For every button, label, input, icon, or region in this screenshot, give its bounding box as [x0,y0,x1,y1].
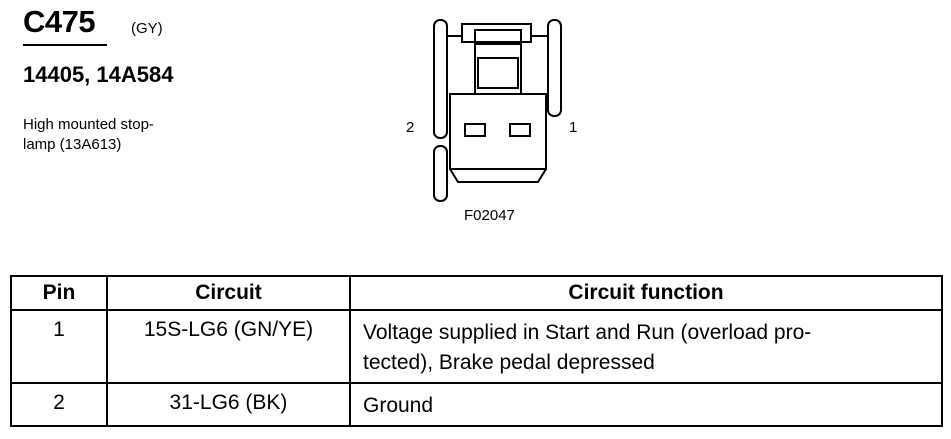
diagram-pin-label-right: 1 [569,119,578,136]
part-numbers: 14405, 14A584 [23,62,174,87]
component-description: High mounted stop- lamp (13A613) [23,115,198,155]
connector-left-latch-lower [433,145,448,202]
diagram-pin-label-left: 2 [406,119,415,136]
header-circuit-function: Circuit function [349,275,943,311]
header-pin: Pin [10,275,108,311]
connector-id-underline [23,44,107,46]
cell-circuit-function: Voltage supplied in Start and Run (overl… [349,309,943,384]
connector-cavity-pin-2 [464,123,486,137]
circuit-function-line: Ground [363,394,434,417]
header-circuit: Circuit [106,275,351,311]
pin-table-header-row: Pin Circuit Circuit function [10,275,943,311]
table-row: 2 31-LG6 (BK) Ground [10,382,943,427]
connector-id: C475 [23,4,96,39]
circuit-function-line: tected), Brake pedal depressed [363,351,655,374]
connector-key-tab [474,29,522,45]
component-description-line: High mounted stop- [23,116,154,133]
cell-pin: 2 [10,382,108,427]
cell-circuit-function: Ground [349,382,943,427]
connector-left-latch-upper [433,19,448,139]
connector-diagram [433,19,562,202]
component-description-line: lamp (13A613) [23,136,122,153]
table-row: 1 15S-LG6 (GN/YE) Voltage supplied in St… [10,309,943,384]
cell-circuit: 31-LG6 (BK) [106,382,351,427]
circuit-function-line: Voltage supplied in Start and Run (overl… [363,321,812,344]
connector-cavity-pin-1 [509,123,531,137]
connector-lock-window [477,57,519,89]
connector-color-code: (GY) [131,20,163,37]
cell-pin: 1 [10,309,108,384]
figure-code: F02047 [464,207,515,224]
connector-right-latch [547,19,562,117]
pin-table: Pin Circuit Circuit function 1 15S-LG6 (… [10,275,943,427]
cell-circuit: 15S-LG6 (GN/YE) [106,309,351,384]
